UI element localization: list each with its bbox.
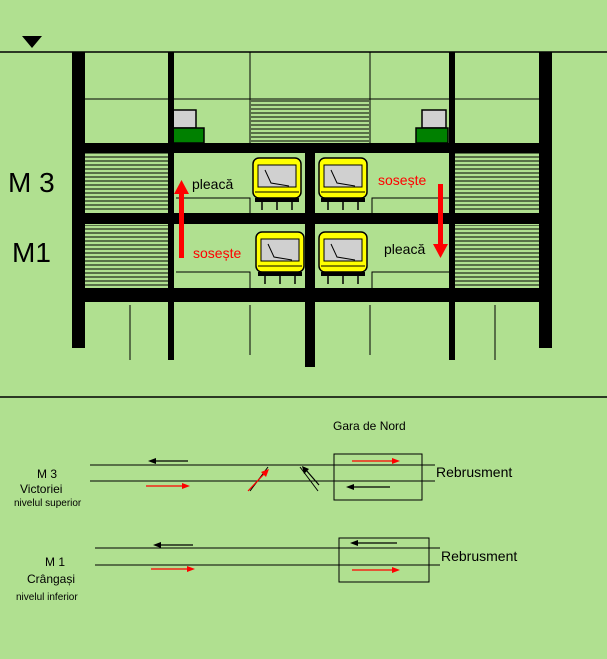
equipment-right <box>415 109 449 144</box>
level-label-lower: M1 <box>12 237 51 268</box>
m3-arrows <box>146 458 400 492</box>
annotation-lower-left: sosește <box>193 245 241 261</box>
m3-level-label: nivelul superior <box>14 498 82 509</box>
equipment-left <box>171 109 205 144</box>
water-level-triangle-icon <box>22 36 42 48</box>
train-m1-left <box>255 231 305 285</box>
stair-areas <box>85 100 540 287</box>
m1-level-label: nivelul inferior <box>16 592 78 603</box>
m3-terminus-label: Victoriei <box>20 482 62 496</box>
m1-turnback-label: Rebrusment <box>441 548 517 564</box>
down-arrow-icon <box>433 184 448 258</box>
annotation-upper-right: sosește <box>378 172 426 188</box>
inner-structure-lines <box>84 52 542 360</box>
m3-turnback-label: Rebrusment <box>436 464 512 480</box>
annotation-upper-left: pleacă <box>192 176 233 192</box>
m1-arrows <box>151 540 400 573</box>
station-name: Gara de Nord <box>333 419 406 433</box>
up-arrow-icon <box>174 180 189 258</box>
m1-tracks <box>95 537 440 583</box>
m1-terminus-label: Crângași <box>27 572 75 586</box>
train-m3-left <box>252 157 302 211</box>
m1-line-label: M 1 <box>45 555 65 569</box>
m3-line-label: M 3 <box>37 467 57 481</box>
track-diagram: Gara de Nord Rebrusment M 3 Victoriei <box>14 419 517 603</box>
structural-frame <box>72 52 552 367</box>
train-m3-right <box>318 157 368 211</box>
train-m1-right <box>318 231 368 285</box>
section-view: M 3 M1 pleacă sosește sosește pleacă <box>0 36 607 367</box>
annotation-lower-right: pleacă <box>384 241 425 257</box>
level-label-upper: M 3 <box>8 167 55 198</box>
